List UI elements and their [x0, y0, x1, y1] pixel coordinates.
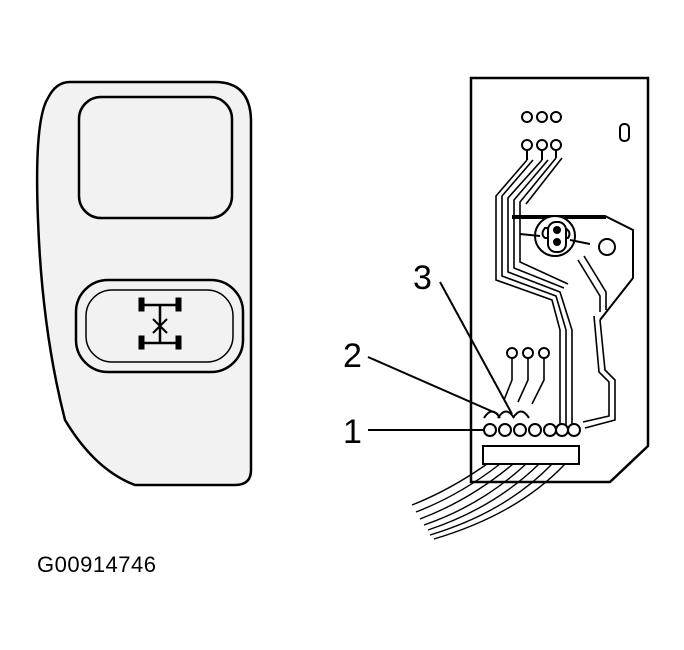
connector-pins — [483, 410, 581, 437]
wire-harness — [411, 463, 566, 540]
circuit-board — [411, 76, 650, 540]
callout-1: 1 — [343, 413, 484, 451]
figure-id: G00914746 — [37, 552, 157, 577]
callout-3-number: 3 — [413, 259, 432, 297]
circuit-traces — [495, 157, 616, 430]
callout-2-leader — [367, 356, 499, 415]
board-slot — [619, 123, 630, 142]
top-contact-pads — [521, 111, 562, 160]
callout-3-leader — [439, 281, 513, 415]
wire-connector-block — [482, 445, 580, 465]
callout-2: 2 — [343, 337, 499, 415]
callout-3: 3 — [413, 259, 513, 415]
callout-2-number: 2 — [343, 337, 362, 375]
mid-contact-pads — [503, 347, 550, 405]
callout-1-number: 1 — [343, 413, 362, 451]
rotary-contact-component — [512, 215, 634, 321]
switch-face — [35, 80, 253, 487]
switch-upper-window — [77, 95, 234, 220]
four-wheel-drive-axle-lock-icon — [138, 297, 182, 350]
